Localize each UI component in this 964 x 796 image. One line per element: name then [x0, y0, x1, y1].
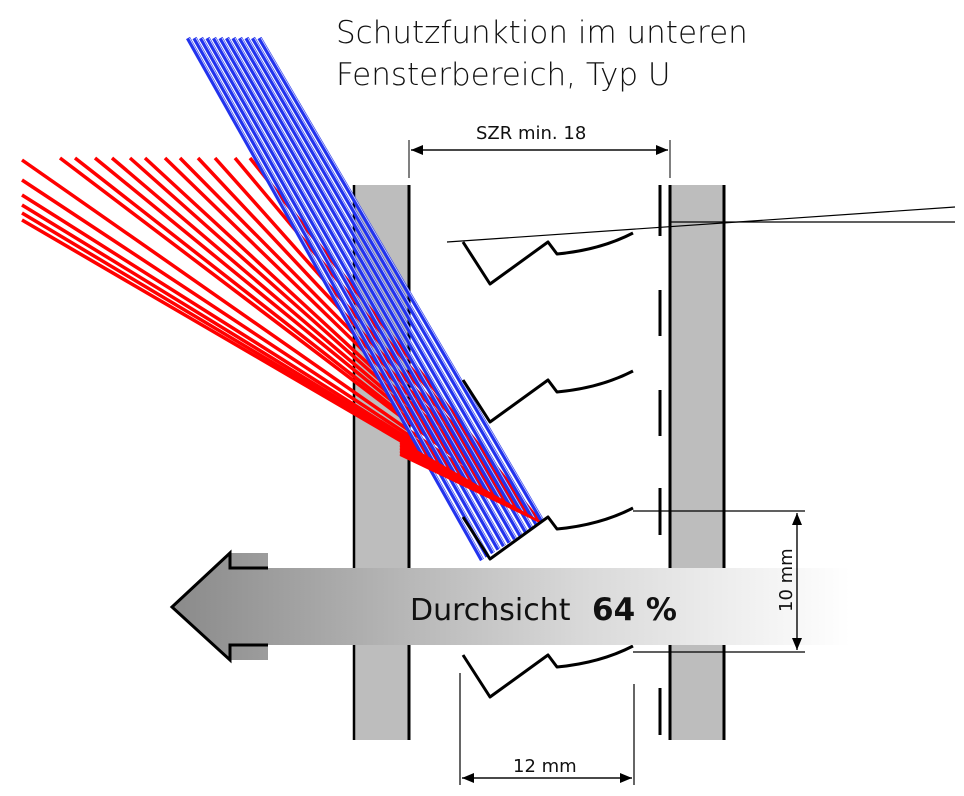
lamella-profile [461, 231, 634, 286]
blue-ray [212, 36, 506, 548]
blue-ray [218, 36, 512, 544]
blue-ray-highlight [260, 37, 545, 522]
blue-ray [244, 36, 534, 530]
blue-ray [231, 36, 523, 537]
width-dimension: 12 mm [459, 673, 635, 785]
height-label: 10 mm [776, 548, 797, 612]
lamella-profile [461, 644, 634, 699]
blue-ray [192, 36, 490, 558]
red-ray [399, 440, 541, 523]
arrow-label: Durchsicht [410, 593, 571, 628]
red-ray [143, 156, 542, 524]
height-dimension: 10 mm [633, 510, 805, 653]
angle-line [446, 206, 956, 243]
diagram-title: Schutzfunktion im unteren Fensterbereich… [336, 12, 748, 96]
lamellae [461, 231, 634, 699]
blue-ray-highlight [215, 37, 506, 547]
right-glass-pane [668, 185, 726, 740]
szr-label: SZR min. 18 [476, 123, 586, 144]
blue-ray-highlight [195, 37, 490, 557]
szr-dimension: SZR min. 18 [408, 123, 671, 178]
blue-ray [186, 36, 484, 562]
blue-ray-highlight [234, 37, 523, 536]
blue-ray-highlight [241, 37, 528, 533]
red-ray [93, 156, 542, 524]
blue-ray-highlight [189, 37, 484, 561]
red-ray [21, 178, 541, 524]
lamella-profile [461, 369, 634, 424]
lamella-profile [461, 506, 634, 561]
blue-ray [251, 36, 539, 527]
title-line-2: Fensterbereich, Typ U [336, 57, 671, 93]
light-rays [20, 36, 545, 562]
blue-ray [205, 36, 501, 551]
arrow-value: 64 % [592, 592, 677, 628]
blue-ray [257, 36, 545, 523]
blue-ray-highlight [254, 37, 539, 526]
blue-ray [225, 36, 517, 541]
blue-ray-highlight [228, 37, 517, 540]
title-line-1: Schutzfunktion im unteren [336, 15, 748, 51]
blue-ray-highlight [247, 37, 534, 529]
view-through-arrow: Durchsicht 64 % [169, 549, 850, 664]
blue-ray [238, 36, 528, 534]
blue-ray-highlight [221, 37, 512, 543]
blue-ray-highlight [208, 37, 501, 550]
width-label: 12 mm [513, 756, 577, 777]
